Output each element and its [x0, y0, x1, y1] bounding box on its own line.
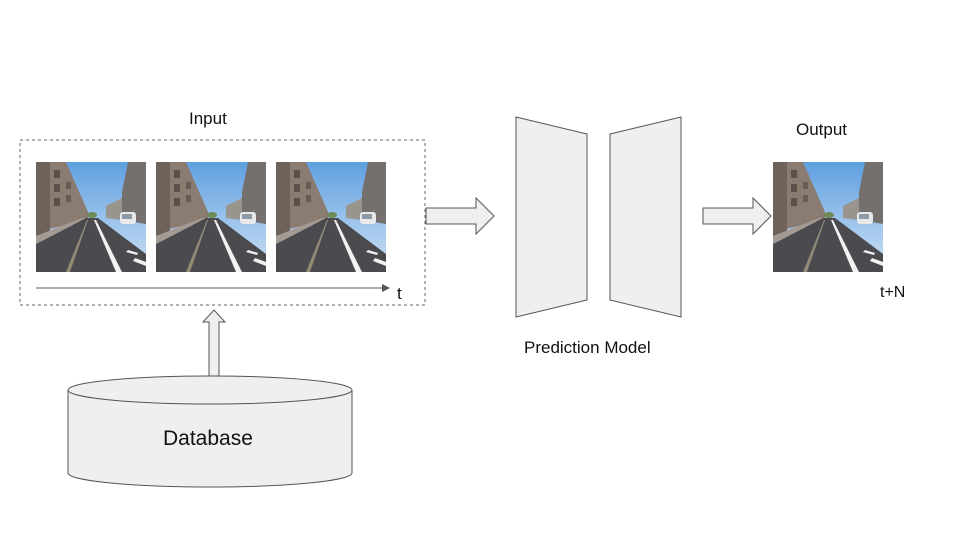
input-frame-2: [156, 162, 266, 272]
time-axis-label: t: [397, 284, 402, 303]
database-label: Database: [163, 427, 253, 450]
input-label: Input: [189, 109, 227, 128]
decoder-trapezoid: [609, 116, 682, 318]
input-frame-1: [36, 162, 146, 272]
encoder-trapezoid: [515, 116, 588, 318]
input-to-model-arrow: [425, 196, 495, 236]
input-frame-3: [276, 162, 386, 272]
database-cylinder: [67, 375, 353, 488]
input-group-box: [19, 139, 426, 306]
future-time-label: t+N: [880, 284, 906, 301]
database-to-input-arrow: [201, 309, 227, 377]
output-frame: [773, 162, 883, 272]
model-to-output-arrow: [702, 196, 772, 236]
output-label: Output: [796, 120, 848, 139]
model-label: Prediction Model: [524, 338, 651, 357]
